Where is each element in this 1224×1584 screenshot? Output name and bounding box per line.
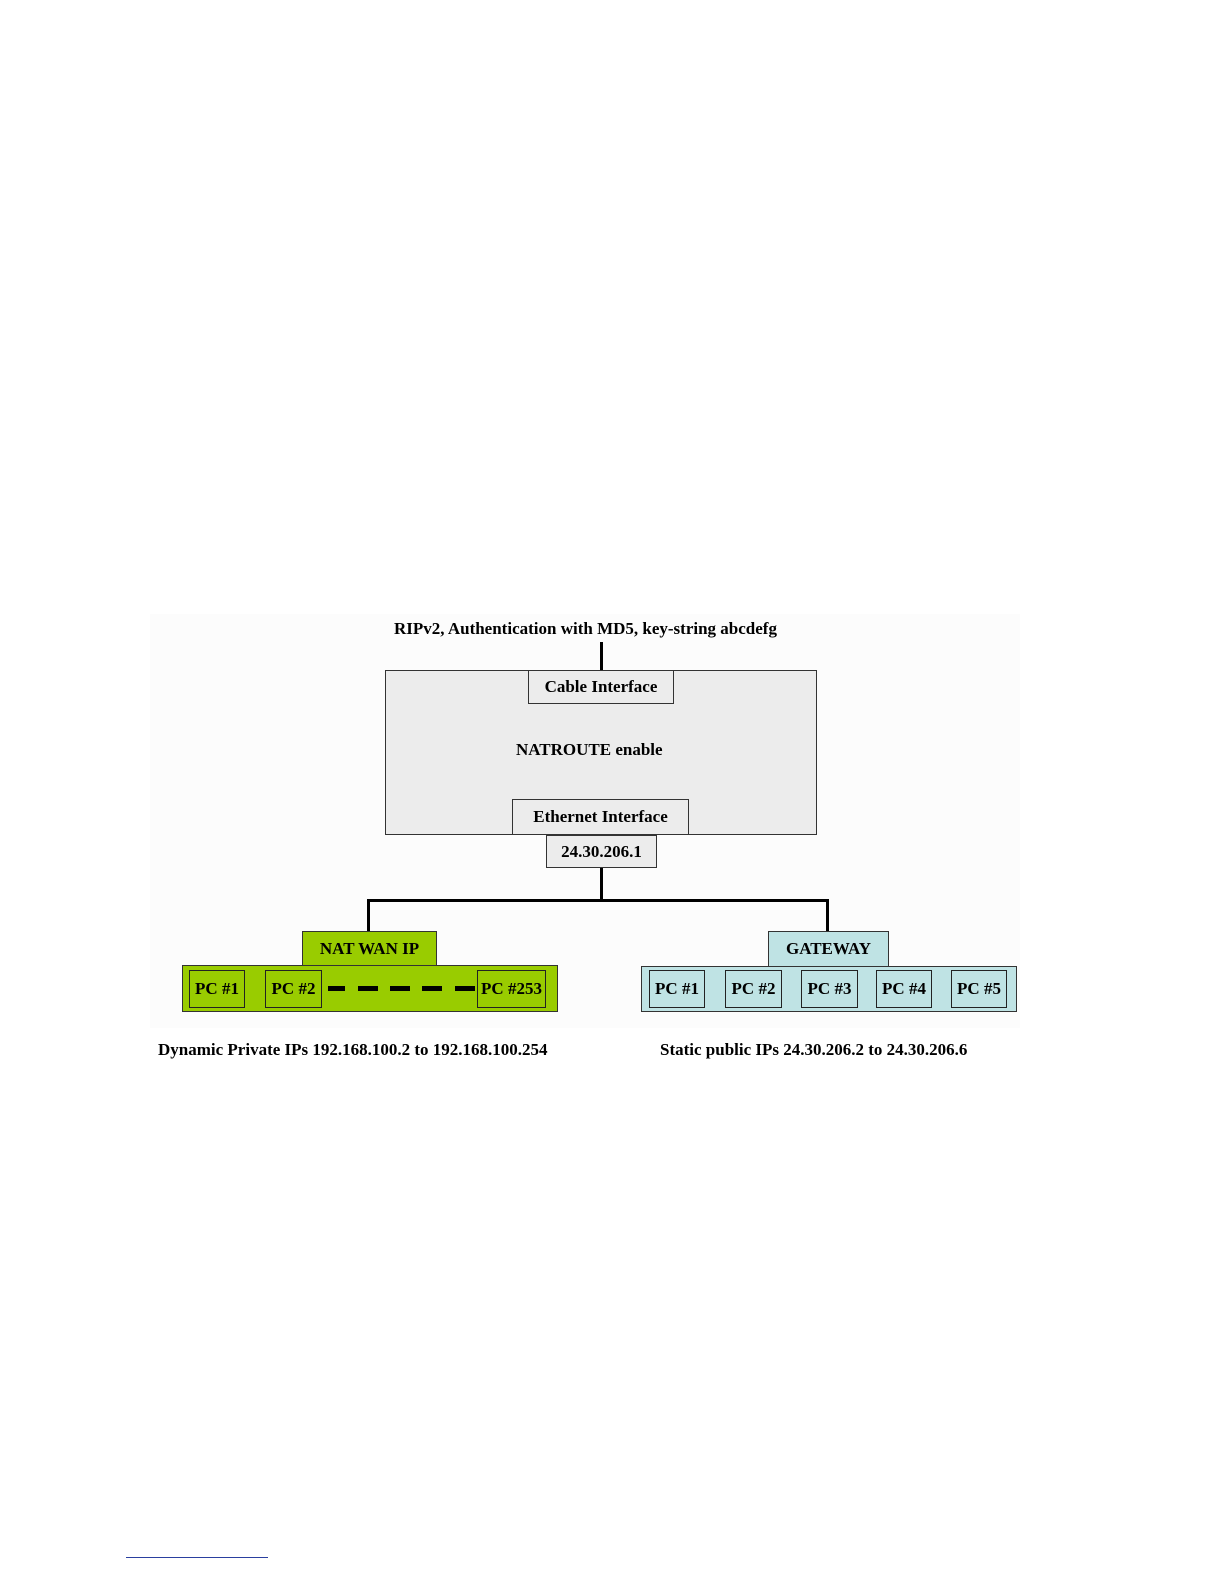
nat-pc-1: PC #1: [189, 970, 245, 1008]
gateway-pc-3: PC #3: [801, 970, 858, 1008]
connector-nat-down: [367, 899, 370, 932]
connector-gateway-down: [826, 899, 829, 932]
nat-wan-ip-header: NAT WAN IP: [302, 931, 437, 966]
gateway-header: GATEWAY: [768, 931, 889, 967]
nat-pc-253: PC #253: [477, 970, 546, 1008]
gateway-pc-4: PC #4: [876, 970, 932, 1008]
nat-caption: Dynamic Private IPs 192.168.100.2 to 192…: [158, 1040, 548, 1060]
protocol-note: RIPv2, Authentication with MD5, key-stri…: [394, 619, 777, 639]
dash-5: [455, 986, 475, 991]
dash-1: [328, 986, 345, 991]
gateway-pc-5: PC #5: [951, 970, 1007, 1008]
gateway-pc-2: PC #2: [725, 970, 782, 1008]
connector-top: [600, 642, 603, 671]
gateway-caption: Static public IPs 24.30.206.2 to 24.30.2…: [660, 1040, 967, 1060]
cable-interface-box: Cable Interface: [528, 670, 674, 704]
nat-pc-2: PC #2: [265, 970, 322, 1008]
router-ip-box: 24.30.206.1: [546, 835, 657, 868]
dash-3: [390, 986, 410, 991]
connector-horizontal: [367, 899, 829, 902]
router-mode-label: NATROUTE enable: [516, 740, 663, 760]
connector-router-down: [600, 868, 603, 901]
dash-2: [358, 986, 378, 991]
footnote-rule: [126, 1557, 268, 1558]
dash-4: [422, 986, 442, 991]
gateway-pc-1: PC #1: [649, 970, 705, 1008]
ethernet-interface-box: Ethernet Interface: [512, 799, 689, 835]
